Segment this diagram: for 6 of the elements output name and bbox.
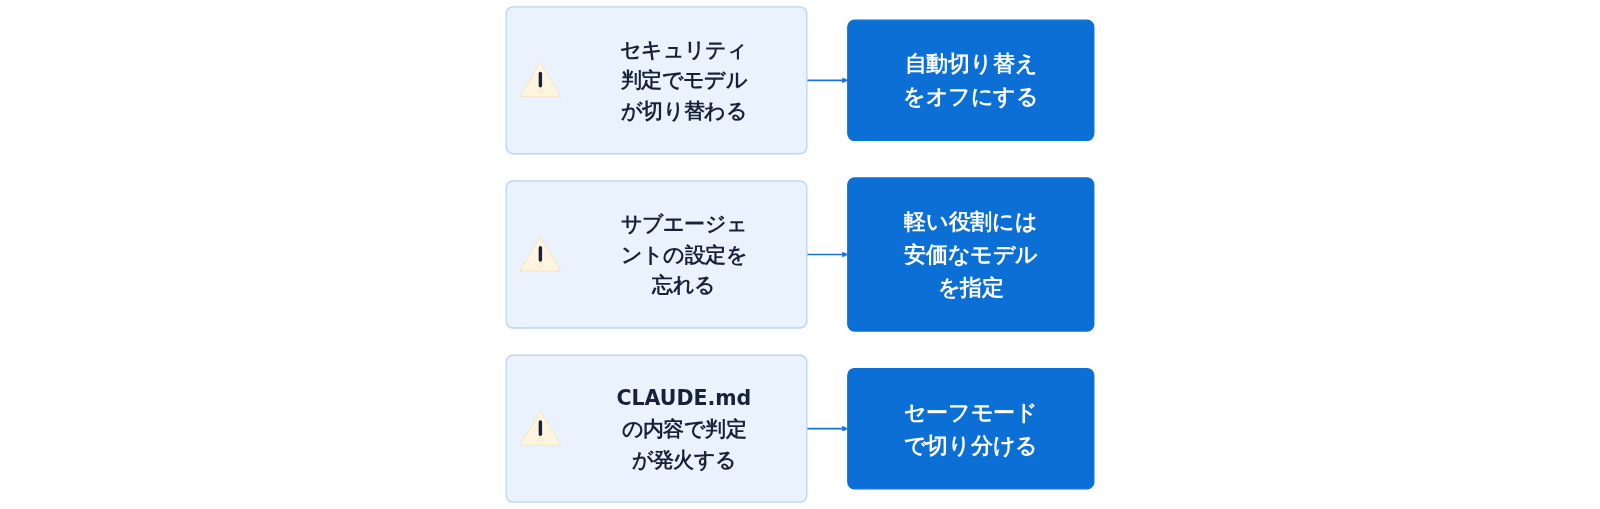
- node-text: セキュリティ判定でモデルが切り替わる: [620, 37, 748, 123]
- node-text: サブエージェントの設定を忘れる: [620, 211, 748, 298]
- node-text: CLAUDE.mdの内容で判定が発火する: [616, 386, 752, 472]
- node-text: 軽い役割には安価なモデルを指定: [903, 208, 1038, 301]
- node-text: 自動切り替えをオフにする: [903, 50, 1039, 110]
- node-text: セーフモードで切り分ける: [903, 399, 1038, 459]
